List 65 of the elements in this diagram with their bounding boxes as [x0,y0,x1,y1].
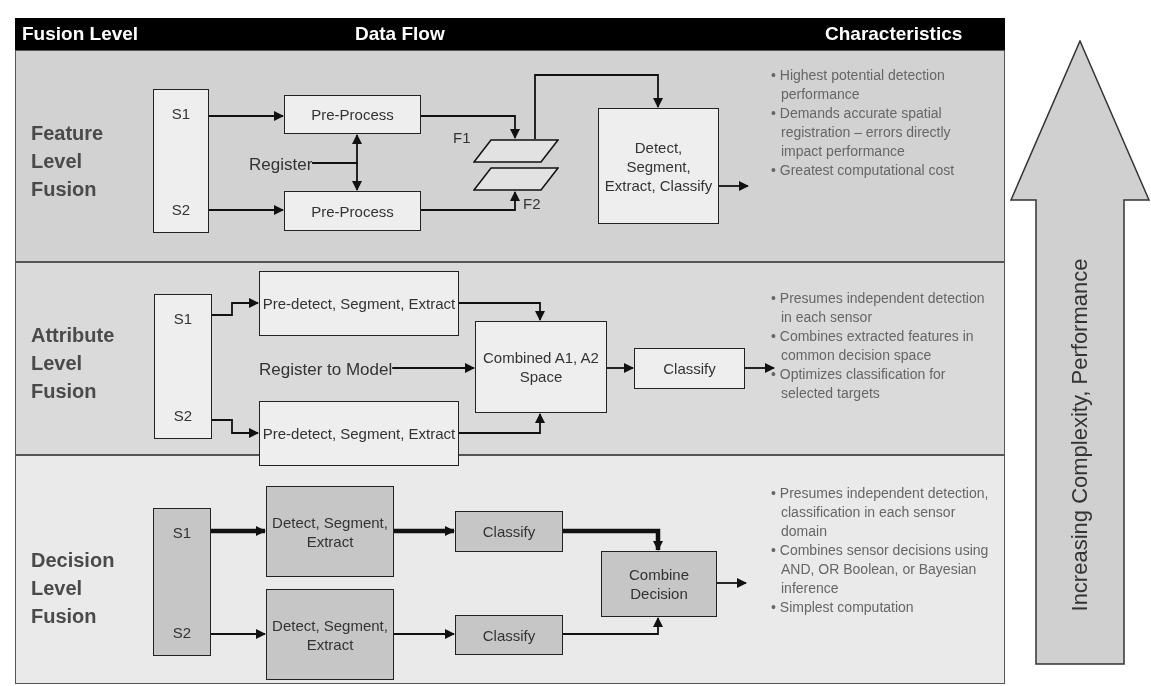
row-heading: Decision Level Fusion [31,548,116,629]
bullet-point: • Highest potential detection performance [771,66,946,104]
arrow [606,363,634,373]
row-heading: Feature Level Fusion [31,121,105,202]
process-box: Detect, Segment, Extract [266,589,394,680]
bullet-point: • Optimizes classification for selected targets [771,365,947,403]
arrow [393,629,455,639]
plane-label: F1 [453,129,471,146]
bullet-point: • Combines sensor decisions using AND, OR Boolean, or Bayesian inference [771,541,990,598]
input-label: Register [249,153,313,177]
arrow [211,298,259,316]
arrow [534,74,663,140]
process-box: Pre-detect, Segment, Extract [259,401,459,466]
arrow [562,617,663,635]
arrow [716,578,747,588]
arrow [394,526,455,536]
sensor-label: S2 [171,623,193,642]
arrow-label: Increasing Complexity, Performance [1067,258,1093,612]
arrow [458,302,545,321]
process-box: Combine Decision [601,551,717,617]
arrow [311,162,362,191]
bullet-point: • Presumes independent detection in each sensor [771,289,986,327]
arrow [211,419,259,438]
process-box: Detect, Segment, Extract [266,486,394,577]
sensor-label: S1 [172,309,194,328]
arrow [718,181,749,191]
sensor-label: S2 [170,200,192,219]
process-box: Classify [455,511,563,552]
sensor-label: S1 [171,523,193,542]
process-box: Pre-Process [284,95,421,134]
process-box: Classify [634,348,745,389]
column-heading: Characteristics [825,23,963,45]
table-row [15,50,1005,262]
arrow [210,629,266,639]
process-box: Detect, Segment, Extract, Classify [598,108,719,224]
process-box: Classify [455,615,563,655]
arrow [211,526,266,536]
sensor-label: S1 [170,104,192,123]
table-row [15,455,1005,684]
header-bar [15,18,1005,50]
input-label: Register to Model [259,358,393,382]
column-heading: Fusion Level [22,23,139,45]
bullet-point: • Combines extracted features in common decision space [771,327,975,365]
process-box: Pre-detect, Segment, Extract [259,271,459,336]
arrow [563,528,663,551]
column-heading: Data Flow [355,23,445,45]
arrow [208,205,284,215]
arrow [744,363,775,373]
sensor-box [154,294,212,439]
sensor-label: S2 [172,406,194,425]
arrow [420,191,520,211]
bullet-point: • Simplest computation [771,598,915,617]
process-box: Pre-Process [284,191,421,231]
row-heading: Attribute Level Fusion [31,323,116,404]
arrow [208,111,284,121]
arrow [420,115,520,139]
bullet-point: • Greatest computational cost [771,161,956,180]
sensor-box [153,508,211,656]
process-box: Combined A1, A2 Space [475,321,607,413]
plane-label: F2 [523,195,541,212]
bullet-point: • Demands accurate spatial registration – errors directly impact performance [771,104,952,161]
arrow [458,413,545,434]
bullet-point: • Presumes independent detection, classification in each sensor domain [771,484,990,541]
arrow [391,363,475,373]
sensor-box [153,89,209,233]
